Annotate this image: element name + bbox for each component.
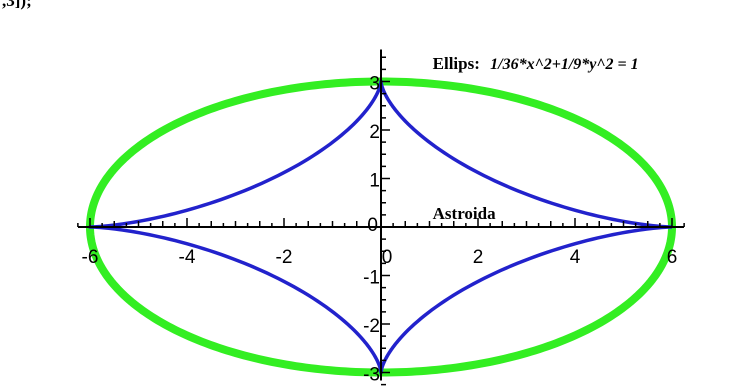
y-tick-label: 1 xyxy=(369,171,380,192)
annotations-layer: Ellips: 1/36*x^2+1/9*y^2 = 1 Astroida xyxy=(433,54,639,223)
x-tick-label: -4 xyxy=(179,247,196,268)
y-tick-label: -2 xyxy=(363,316,380,337)
ellips-annotation: Ellips: 1/36*x^2+1/9*y^2 = 1 xyxy=(433,54,639,73)
y-tick-label: 3 xyxy=(369,74,380,95)
y-tick-label: 0 xyxy=(367,215,378,236)
x-tick-label: 2 xyxy=(473,247,484,268)
ellips-equation: 1/36*x^2+1/9*y^2 = 1 xyxy=(490,56,638,73)
x-tick-label: -2 xyxy=(276,247,293,268)
x-tick-label: 0 xyxy=(382,247,393,268)
astroida-label: Astroida xyxy=(433,204,496,223)
ellips-label: Ellips: xyxy=(433,54,480,73)
y-tick-label: -1 xyxy=(363,268,380,289)
y-tick-label: 2 xyxy=(369,122,380,143)
y-tick-label: -3 xyxy=(363,365,380,386)
x-tick-label: 4 xyxy=(570,247,581,268)
header-fragment: ,3]); xyxy=(2,0,32,10)
x-tick-label: 6 xyxy=(667,247,678,268)
x-tick-label: -6 xyxy=(82,247,99,268)
